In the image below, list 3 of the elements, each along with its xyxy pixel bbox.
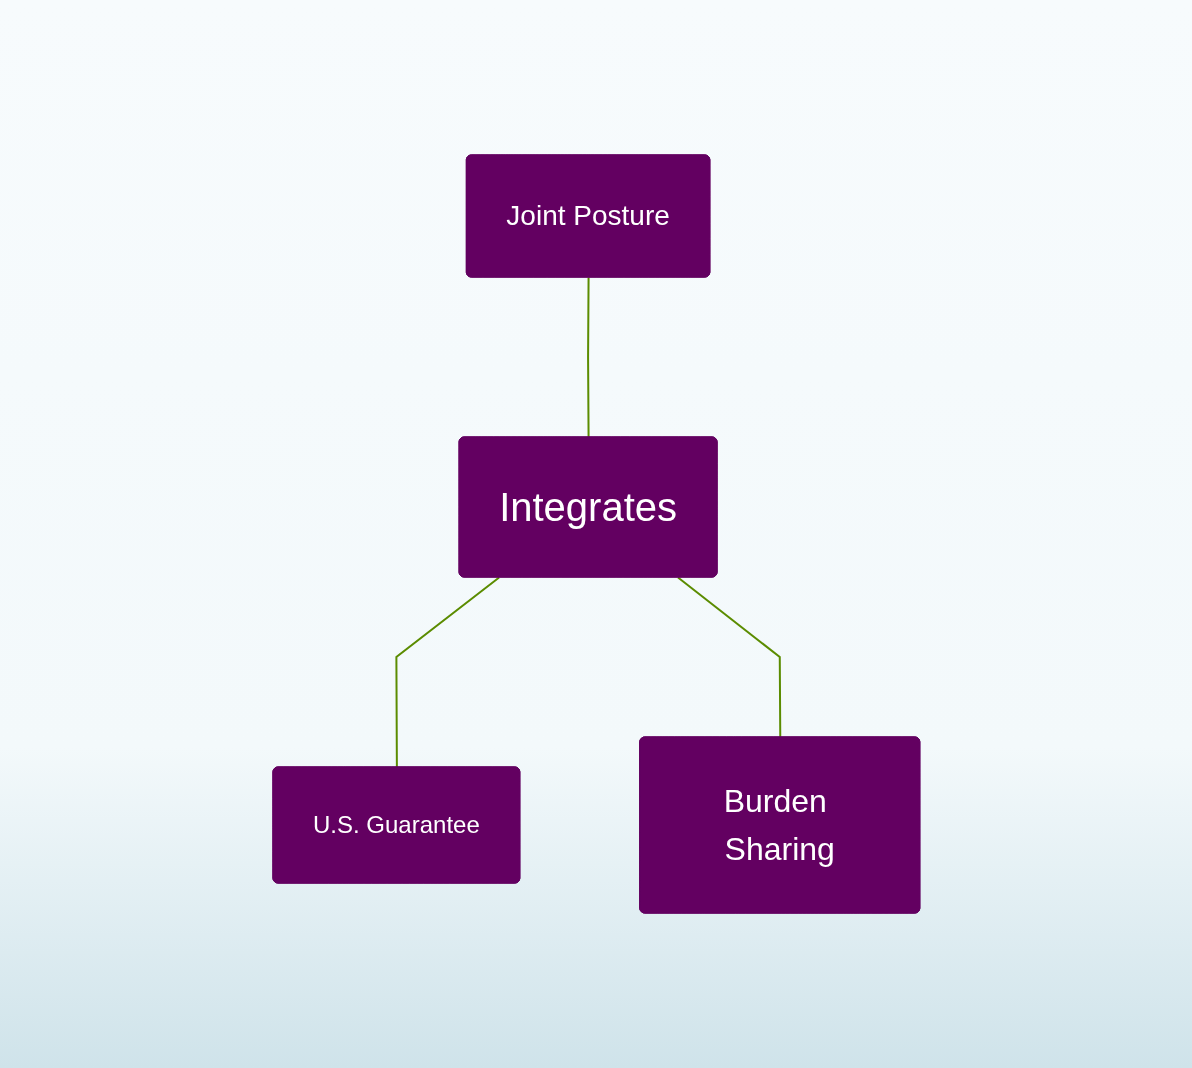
connector: [676, 576, 781, 739]
connector: [395, 576, 500, 769]
connector: [586, 276, 590, 439]
